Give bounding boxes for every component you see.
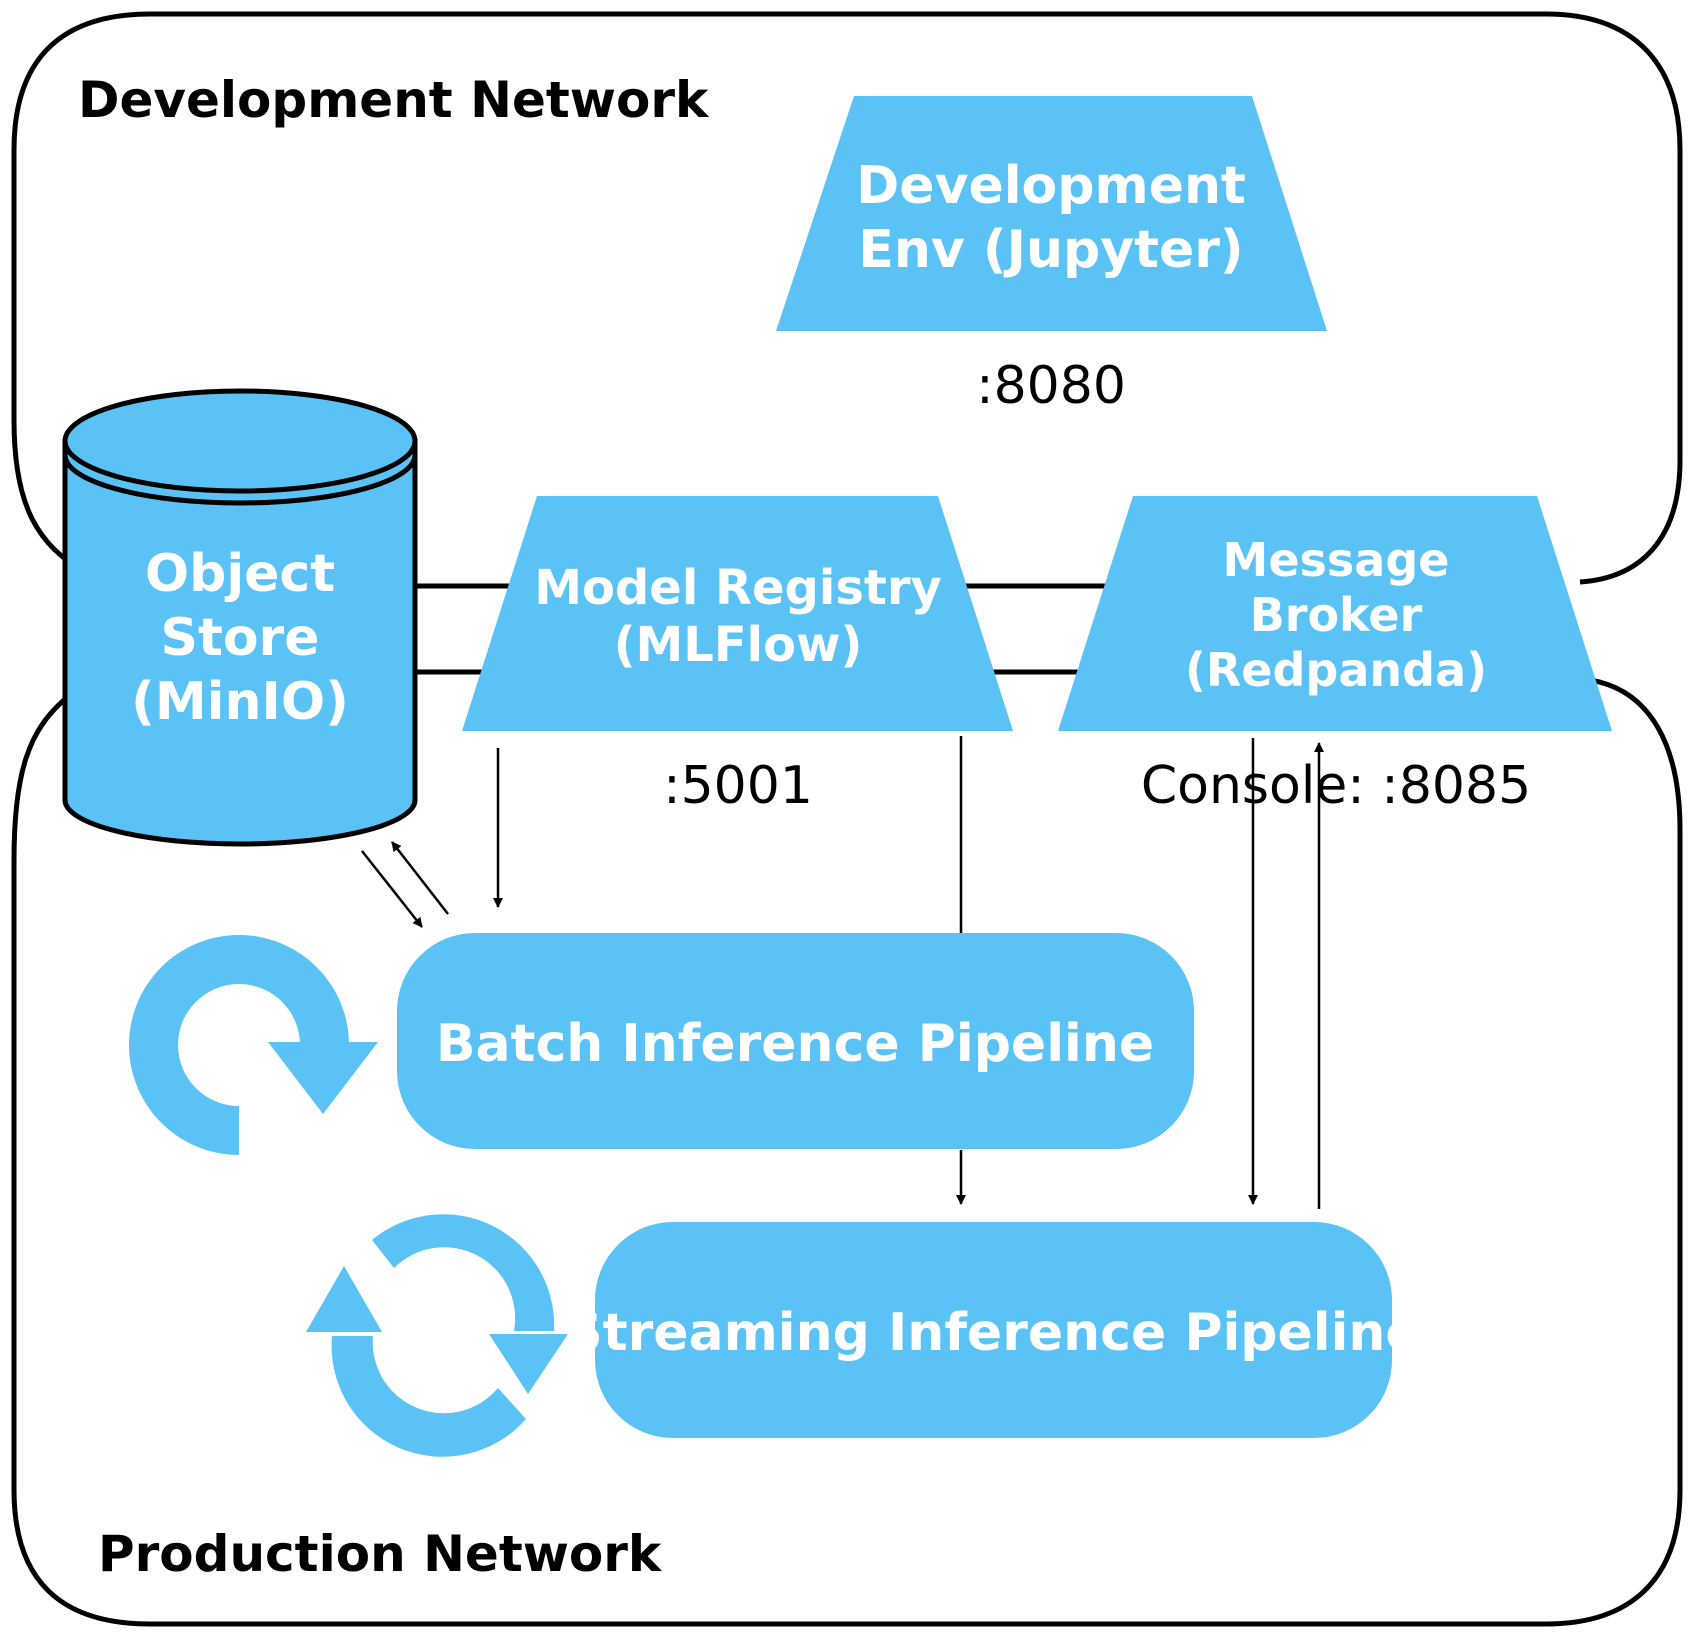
- mlflow-node: Model Registry (MLFlow): [462, 496, 1013, 731]
- mlflow-label-line2: (MLFlow): [614, 617, 863, 673]
- streaming-pipeline-node: Streaming Inference Pipeline: [565, 1222, 1421, 1438]
- streaming-pipeline-label: Streaming Inference Pipeline: [565, 1303, 1420, 1363]
- minio-label-line1: Object: [145, 544, 335, 604]
- jupyter-label-line1: Development: [856, 156, 1246, 216]
- batch-pipeline-label: Batch Inference Pipeline: [436, 1014, 1154, 1074]
- jupyter-label-line2: Env (Jupyter): [858, 220, 1243, 280]
- minio-label-line3: (MinIO): [131, 672, 349, 732]
- arrow-minio-to-batch: [361, 850, 423, 928]
- production-network-boundary: [11, 677, 1683, 1627]
- minio-label-line2: Store: [161, 608, 320, 668]
- redpanda-node: Message Broker (Redpanda): [1058, 496, 1612, 731]
- redpanda-label-line3: (Redpanda): [1185, 643, 1487, 697]
- redpanda-label-line2: Broker: [1250, 588, 1423, 642]
- production-network-title: Production Network: [98, 1525, 663, 1583]
- sync-double-arrow-icon: [306, 1214, 568, 1457]
- arrow-batch-to-minio: [391, 841, 449, 915]
- batch-pipeline-node: Batch Inference Pipeline: [397, 933, 1194, 1149]
- refresh-single-arrow-icon: [129, 935, 378, 1155]
- jupyter-node: Development Env (Jupyter): [776, 96, 1327, 331]
- jupyter-port: :8080: [976, 356, 1126, 416]
- redpanda-label-line1: Message: [1223, 533, 1450, 587]
- mlflow-port: :5001: [663, 756, 813, 816]
- minio-node: Object Store (MinIO): [62, 388, 418, 847]
- redpanda-port: Console: :8085: [1141, 756, 1531, 816]
- development-network-boundary: [11, 11, 1683, 585]
- development-network-title: Development Network: [78, 71, 710, 129]
- mlflow-label-line1: Model Registry: [534, 560, 942, 616]
